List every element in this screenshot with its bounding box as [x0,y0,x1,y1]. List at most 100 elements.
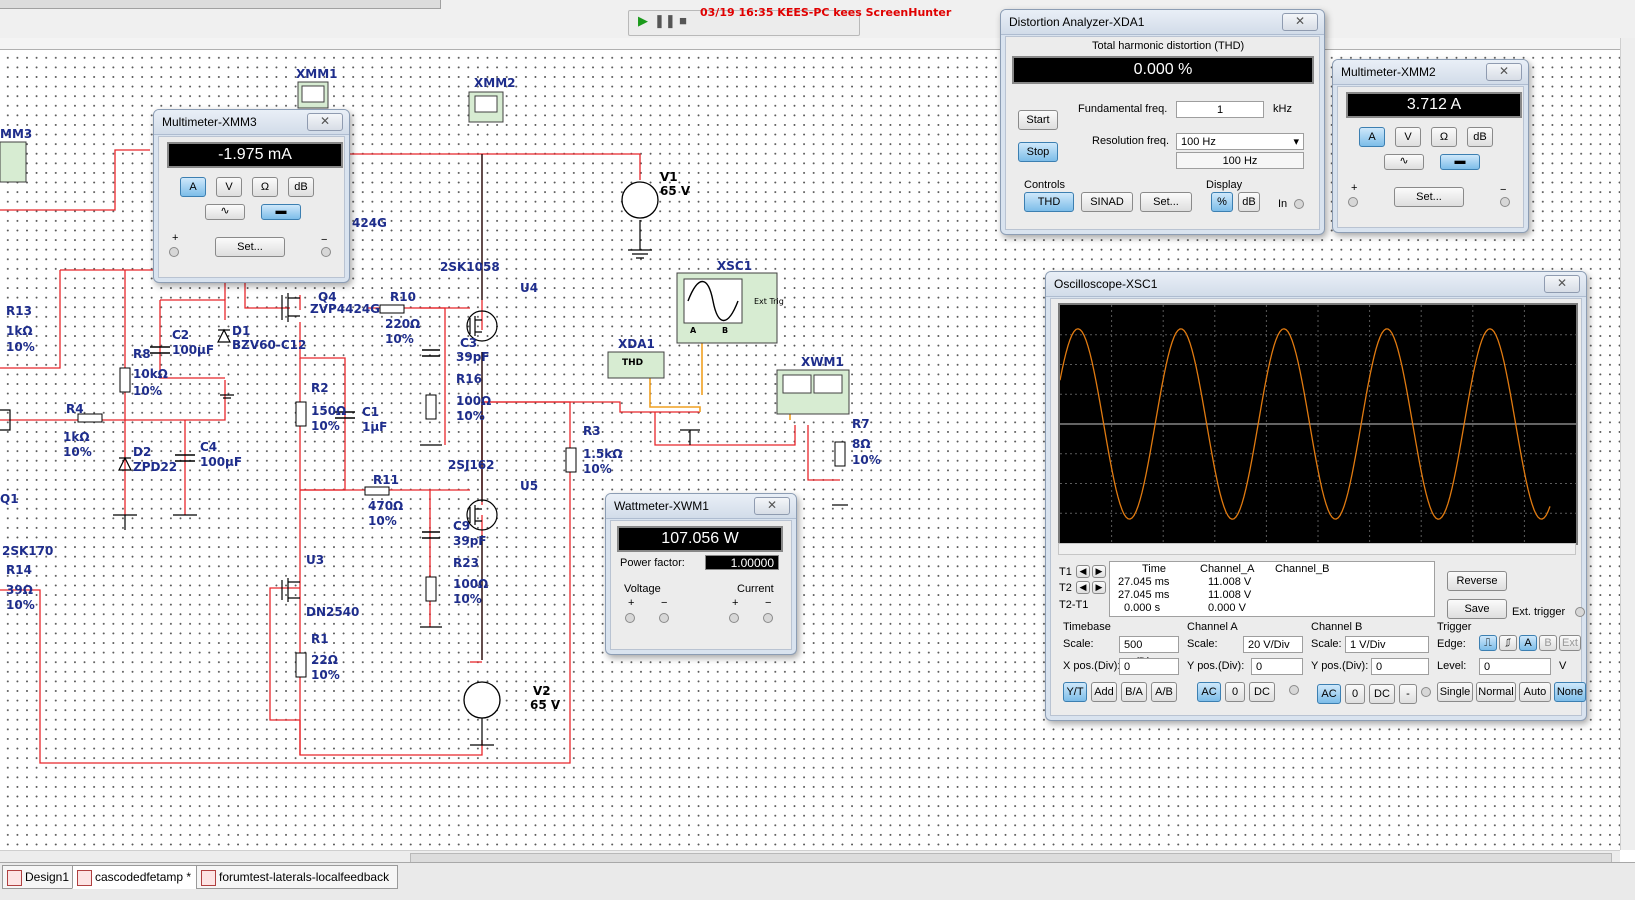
input-terminal[interactable] [1294,199,1304,209]
distortion-analyzer-titlebar[interactable]: Distortion Analyzer-XDA1 ✕ [1001,10,1324,35]
trigger-source-b-button[interactable]: B [1539,635,1557,651]
falling-edge-icon[interactable]: ⎎ [1499,635,1517,651]
reverse-button[interactable]: Reverse [1447,571,1507,591]
channel-a-zero-button[interactable]: 0 [1225,682,1245,702]
close-icon[interactable]: ✕ [1544,275,1580,293]
trigger-level-input[interactable]: 0 [1479,658,1551,675]
channel-b-zero-button[interactable]: 0 [1345,684,1365,704]
yt-mode-button[interactable]: Y/T [1063,682,1087,702]
dc-mode-button[interactable]: ▬ [1440,154,1480,170]
settings-button[interactable]: Set... [1140,192,1192,212]
voltmeter-button[interactable]: V [216,177,242,197]
screen-scrollbar[interactable] [1058,543,1576,555]
minus-terminal[interactable] [1500,197,1510,207]
channel-a-ypos-input[interactable]: 0 [1251,658,1303,675]
minus-terminal-label: − [321,234,328,246]
v2-name: V2 [533,684,551,698]
plus-terminal[interactable] [169,247,179,257]
ammeter-button[interactable]: A [180,177,206,197]
current-plus-terminal[interactable] [729,613,739,623]
channel-b-scale-input[interactable]: 1 V/Div [1345,636,1429,653]
fundamental-freq-input[interactable]: 1 [1176,101,1264,118]
oscilloscope-titlebar[interactable]: Oscilloscope-XSC1 ✕ [1046,272,1586,297]
trigger-source-ext-button[interactable]: Ext [1559,635,1581,651]
channel-b-ypos-input[interactable]: 0 [1371,658,1429,675]
rising-edge-icon[interactable]: ⎍ [1479,635,1497,651]
wattmeter-window[interactable]: Wattmeter-XWM1 ✕ 107.056 W Power factor:… [605,493,797,655]
auto-trigger-button[interactable]: Auto [1519,682,1551,702]
distortion-analyzer-window[interactable]: Distortion Analyzer-XDA1 ✕ Total harmoni… [1000,9,1325,235]
sinad-button[interactable]: SINAD [1081,192,1133,212]
multimeter-xmm3-display: -1.975 mA [167,142,343,168]
save-button[interactable]: Save [1447,599,1507,619]
vertical-scrollbar[interactable] [1620,38,1635,850]
single-trigger-button[interactable]: Single [1437,682,1473,702]
t1-left-arrow-icon[interactable]: ◀ [1076,565,1090,578]
settings-button[interactable]: Set... [1394,187,1464,207]
ammeter-button[interactable]: A [1359,127,1385,147]
add-mode-button[interactable]: Add [1091,682,1117,702]
none-trigger-button[interactable]: None [1554,682,1586,702]
voltage-plus-terminal[interactable] [625,613,635,623]
dc-mode-button[interactable]: ▬ [261,204,301,220]
channel-a-scale-input[interactable]: 20 V/Div [1243,636,1303,653]
close-icon[interactable]: ✕ [1486,63,1522,81]
wattmeter-titlebar[interactable]: Wattmeter-XWM1 ✕ [606,494,796,519]
ext-trigger-terminal[interactable] [1575,607,1585,617]
multimeter-xmm2-body: 3.712 A A V Ω dB ∿ ▬ + − Set... [1337,86,1524,228]
ohmmeter-button[interactable]: Ω [252,177,278,197]
ba-mode-button[interactable]: B/A [1121,682,1147,702]
resolution-freq-readout: 100 Hz [1176,152,1304,169]
ab-mode-button[interactable]: A/B [1151,682,1177,702]
db-button[interactable]: dB [1238,192,1260,212]
stop-button[interactable]: Stop [1018,142,1058,162]
channel-b-ac-button[interactable]: AC [1317,684,1341,704]
thd-button[interactable]: THD [1024,192,1074,212]
plus-terminal[interactable] [1348,197,1358,207]
channel-b-invert-button[interactable]: - [1399,684,1417,704]
voltmeter-button[interactable]: V [1395,127,1421,147]
channel-a-dc-button[interactable]: DC [1249,682,1275,702]
start-button[interactable]: Start [1018,110,1058,130]
resolution-freq-value: 100 Hz [1181,136,1216,148]
x-position-input[interactable]: 0 [1119,658,1179,675]
xmm1-label: XMM1 [296,67,338,81]
resolution-freq-select[interactable]: 100 Hz▾ [1176,133,1304,150]
timebase-scale-input[interactable]: 500 us/Div [1119,636,1179,668]
tab-cascodedfetamp[interactable]: cascodedfetamp * [72,865,201,889]
close-icon[interactable]: ✕ [754,497,790,515]
settings-button[interactable]: Set... [215,237,285,257]
multimeter-xmm3-window[interactable]: Multimeter-XMM3 ✕ -1.975 mA A V Ω dB ∿ ▬… [153,109,350,283]
normal-trigger-button[interactable]: Normal [1476,682,1516,702]
ruler [0,38,1620,50]
minus-terminal[interactable] [321,247,331,257]
play-icon[interactable]: ▶ [638,13,648,28]
tab-design1[interactable]: Design1 [2,865,79,889]
current-minus-terminal[interactable] [763,613,773,623]
voltage-minus-terminal[interactable] [659,613,669,623]
trigger-source-a-button[interactable]: A [1519,635,1537,651]
multimeter-xmm2-window[interactable]: Multimeter-XMM2 ✕ 3.712 A A V Ω dB ∿ ▬ +… [1332,59,1529,233]
multimeter-xmm3-titlebar[interactable]: Multimeter-XMM3 ✕ [154,110,349,135]
percent-button[interactable]: % [1211,192,1233,212]
multimeter-xmm2-titlebar[interactable]: Multimeter-XMM2 ✕ [1333,60,1528,85]
t1-right-arrow-icon[interactable]: ▶ [1092,565,1106,578]
channel-a-ac-button[interactable]: AC [1197,682,1221,702]
decibel-button[interactable]: dB [288,177,314,197]
t2-right-arrow-icon[interactable]: ▶ [1092,581,1106,594]
stop-icon[interactable]: ■ [679,13,687,28]
oscilloscope-window[interactable]: Oscilloscope-XSC1 ✕ T1 T2 T2-T1 ◀ ▶ ◀ ▶ … [1045,271,1587,721]
close-icon[interactable]: ✕ [307,113,343,131]
channel-b-terminal[interactable] [1421,687,1431,697]
close-icon[interactable]: ✕ [1282,13,1318,31]
ac-mode-button[interactable]: ∿ [205,204,245,220]
channel-a-terminal[interactable] [1289,685,1299,695]
oscilloscope-screen[interactable] [1058,303,1578,545]
ohmmeter-button[interactable]: Ω [1431,127,1457,147]
t2-left-arrow-icon[interactable]: ◀ [1076,581,1090,594]
tab-forumtest-laterals-localfeedback[interactable]: forumtest-laterals-localfeedback [196,865,399,889]
channel-b-dc-button[interactable]: DC [1369,684,1395,704]
ac-mode-button[interactable]: ∿ [1384,154,1424,170]
decibel-button[interactable]: dB [1467,127,1493,147]
pause-icon[interactable]: ❚❚ [654,13,676,28]
